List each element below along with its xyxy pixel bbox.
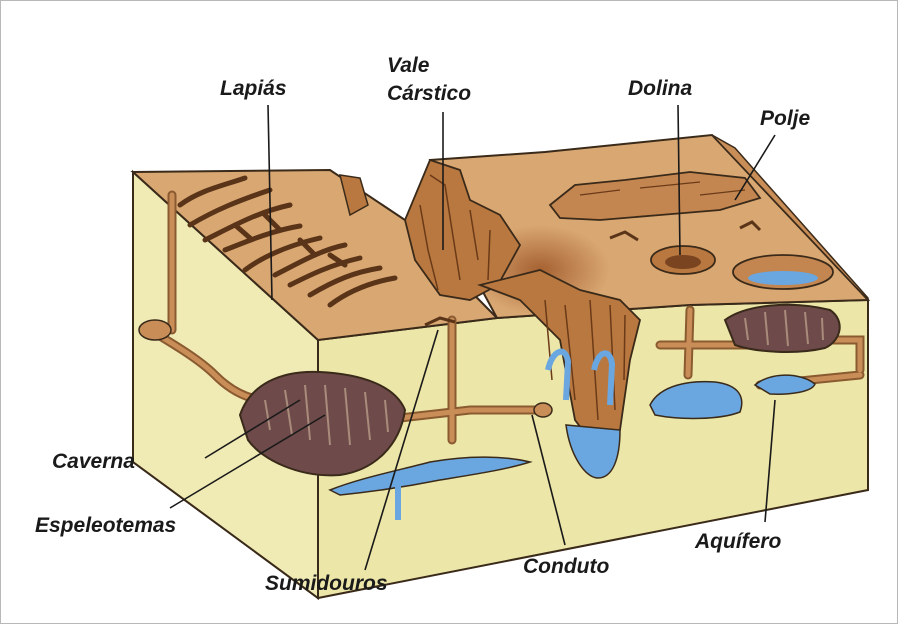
label-aquifero: Aquífero	[694, 530, 782, 553]
label-polje: Polje	[760, 107, 811, 130]
label-vale-line1: Vale	[387, 54, 430, 77]
label-conduto: Conduto	[523, 555, 609, 578]
dolina-sinkhole	[651, 246, 715, 274]
label-lapias: Lapiás	[220, 77, 287, 100]
label-sumidouros: Sumidouros	[265, 572, 388, 595]
label-vale-line2: Cárstico	[387, 82, 471, 105]
label-espeleotemas: Espeleotemas	[35, 514, 176, 537]
label-dolina: Dolina	[628, 77, 692, 100]
label-caverna: Caverna	[52, 450, 135, 473]
